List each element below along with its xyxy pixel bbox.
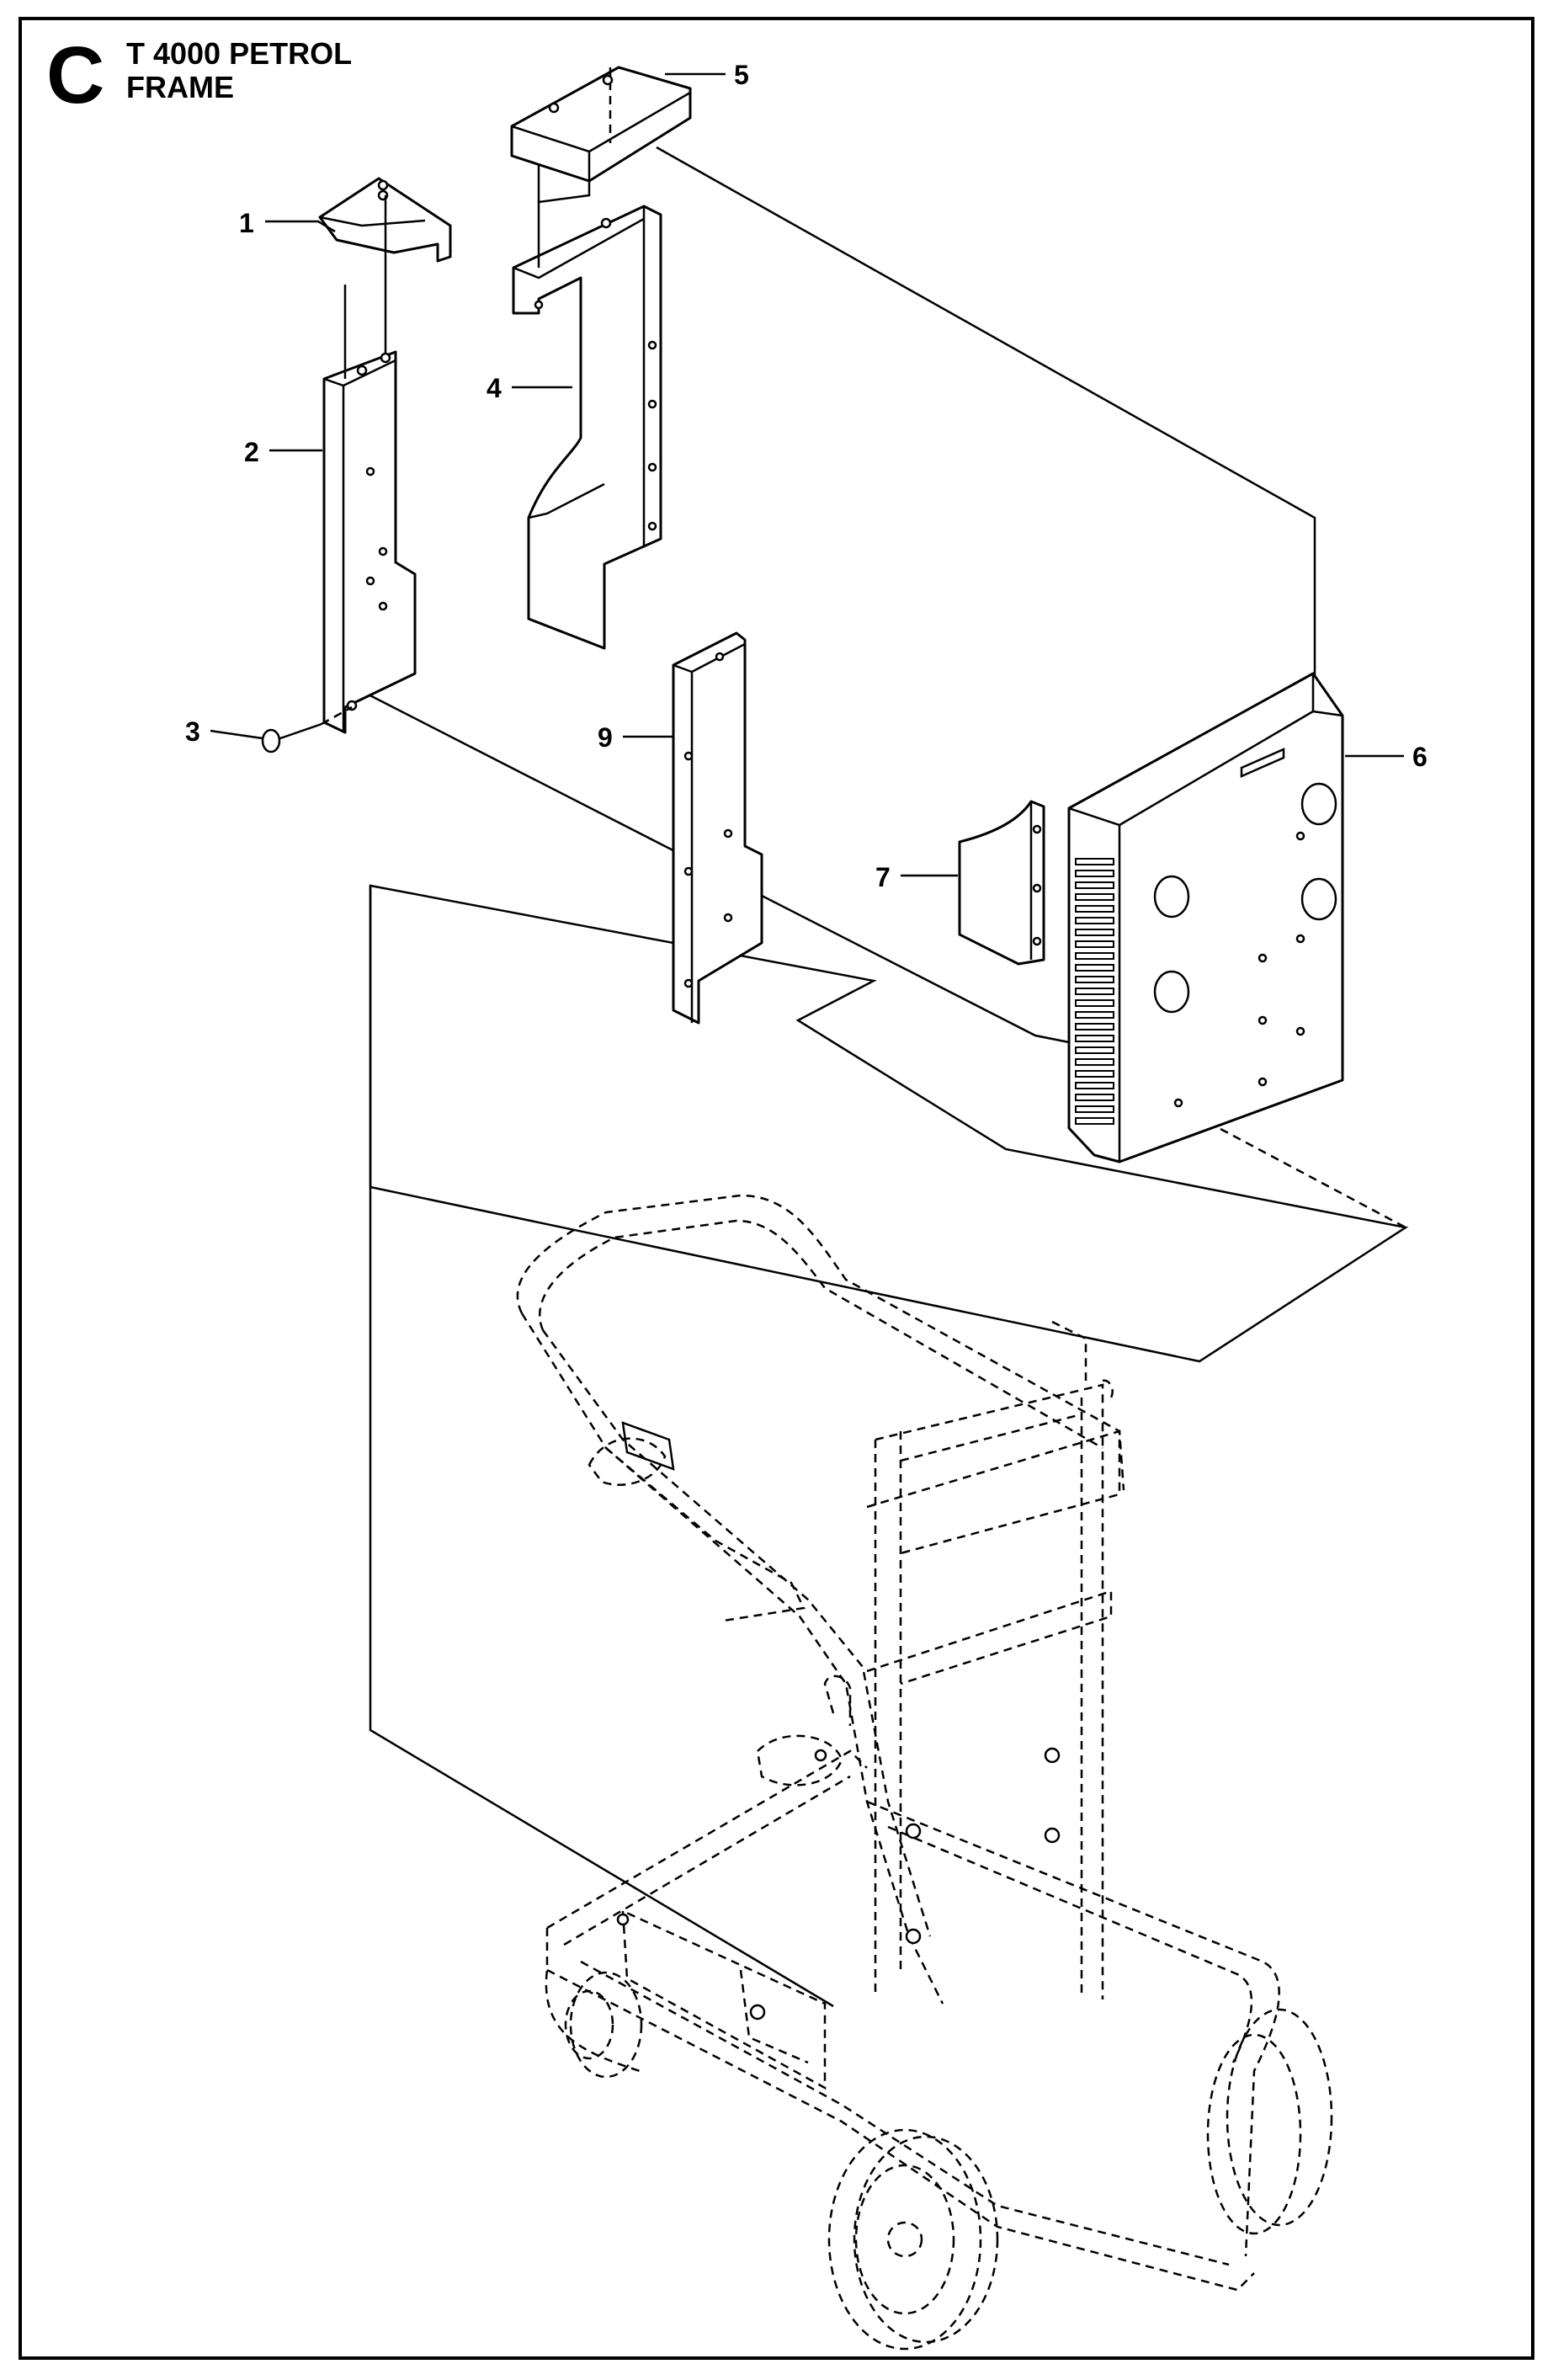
model-title: T 4000 PETROL <box>126 36 353 71</box>
part-4-side-panel <box>512 202 662 650</box>
callout-6: 6 <box>1412 742 1428 772</box>
callout-3: 3 <box>185 716 200 747</box>
callout-7: 7 <box>875 862 891 892</box>
part-3-screw <box>261 705 353 753</box>
part-2-side-bracket <box>322 195 417 734</box>
callout-1: 1 <box>239 208 254 238</box>
section-title: FRAME <box>126 70 234 104</box>
part-6-housing <box>1067 672 1344 1163</box>
callout-5: 5 <box>734 60 749 90</box>
guide-line <box>656 146 1316 707</box>
callout-2: 2 <box>244 437 259 467</box>
page-border <box>19 17 1534 2360</box>
part-9-vertical-bracket <box>672 631 763 1025</box>
base-plate-outline <box>369 884 1409 1363</box>
callout-4: 4 <box>487 373 502 403</box>
vent-grille <box>1075 858 1114 1125</box>
leader-3 <box>210 729 263 740</box>
section-letter: C <box>46 30 105 120</box>
callout-9: 9 <box>598 722 613 753</box>
part-5-top-cover <box>510 66 692 204</box>
trolley-frame <box>516 1194 1333 2351</box>
part-7-curved-bracket <box>958 800 1045 966</box>
leader-1 <box>265 220 336 233</box>
